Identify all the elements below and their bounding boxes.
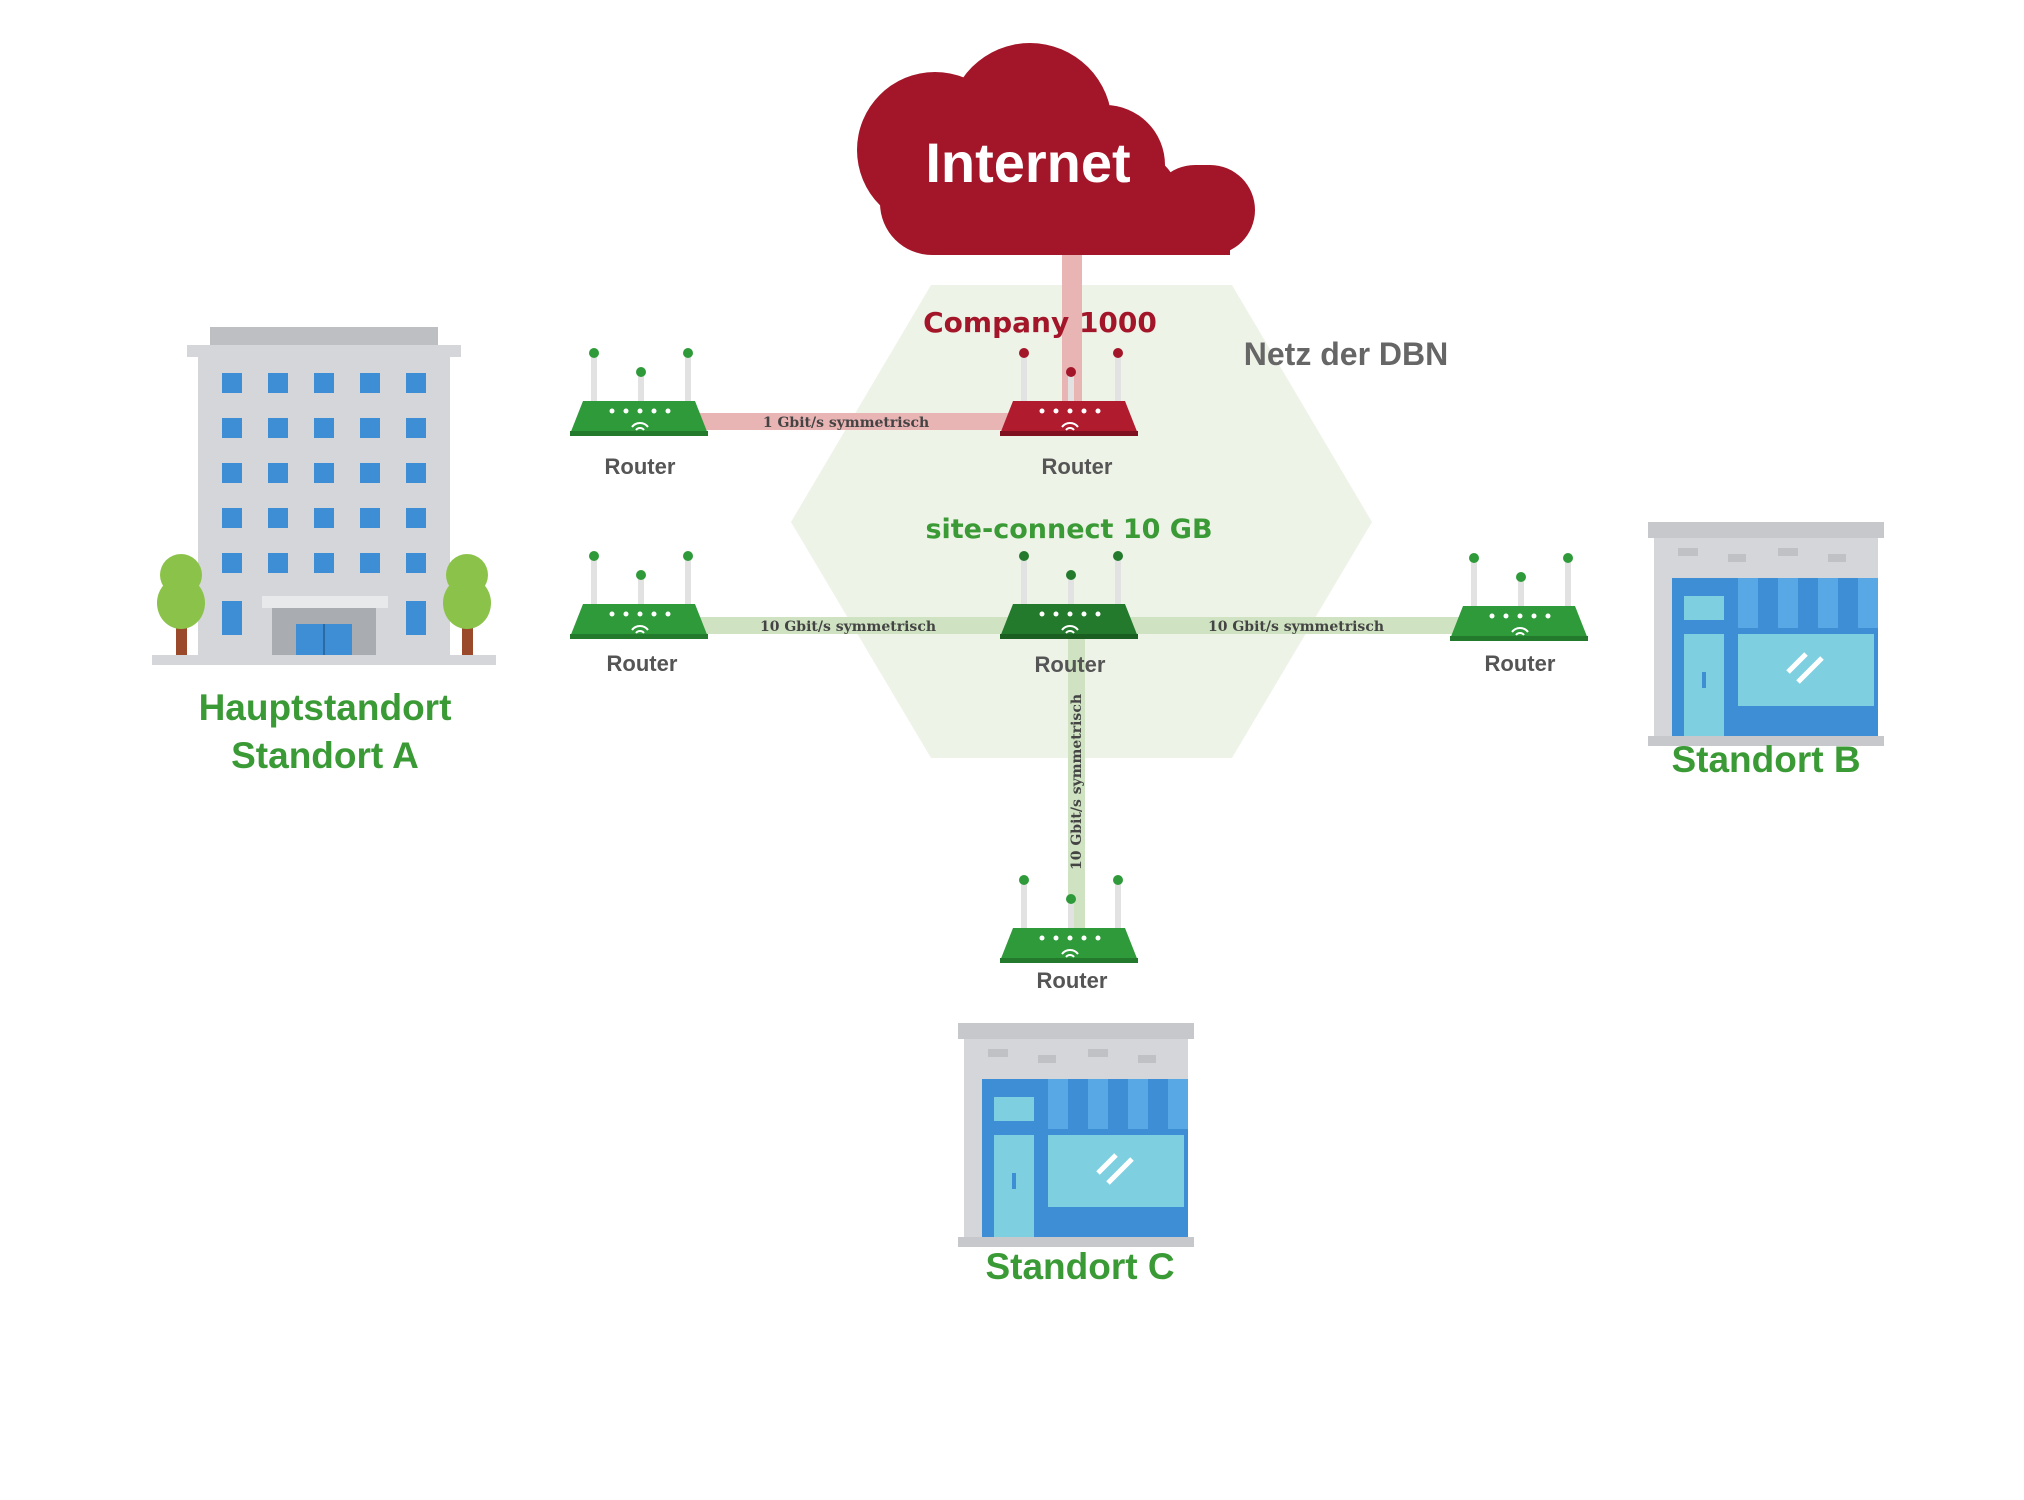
internet-label: Internet [925,131,1130,194]
company-label: Company 1000 [923,306,1157,339]
link-a-center [690,617,1030,634]
shop-building-icon [1648,522,1884,746]
link-a-company [690,413,1030,430]
dbn-network-area [791,285,1372,758]
site-connect-label: site-connect 10 GB [925,514,1212,545]
network-name-label: Netz der DBN [1244,336,1448,372]
link-center-b [1130,617,1470,634]
site-a-line2: Standort A [231,735,419,776]
router-label: Router [1035,652,1106,677]
link-label-center-b: 10 Gbit/s symmetrisch [1208,619,1384,635]
internet-cloud-icon [857,43,1255,255]
router-icon [1000,348,1138,436]
shop-building-icon [958,1023,1194,1247]
link-label-a-company: 1 Gbit/s symmetrisch [763,415,929,431]
router-icon [570,551,708,639]
router-icon [570,348,708,436]
link-label-a-center: 10 Gbit/s symmetrisch [760,619,936,635]
site-c-label: Standort C [985,1246,1174,1287]
site-a-line1: Hauptstandort [199,687,452,728]
router-icon [1450,553,1588,641]
link-label-center-c: 10 Gbit/s symmetrisch [1069,694,1085,870]
site-b-label: Standort B [1671,739,1860,780]
office-building-icon [152,327,496,665]
router-label: Router [605,454,676,479]
router-icon [1000,875,1138,963]
router-label: Router [607,651,678,676]
router-label: Router [1485,651,1556,676]
router-label: Router [1042,454,1113,479]
router-icon [1000,551,1138,639]
router-label: Router [1037,968,1108,993]
link-center-c [1068,630,1085,940]
